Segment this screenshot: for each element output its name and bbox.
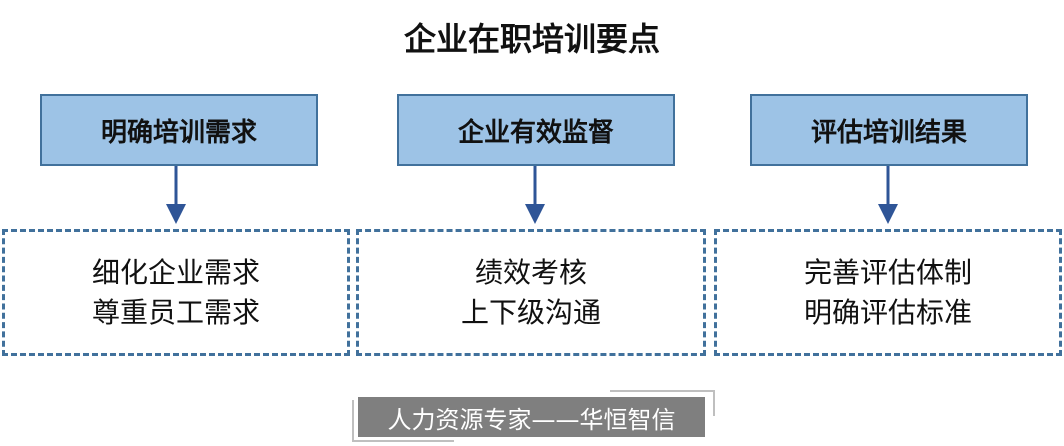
detail-box-1: 细化企业需求 尊重员工需求 (2, 229, 350, 356)
detail-item: 尊重员工需求 (91, 295, 260, 329)
detail-item: 明确评估标准 (803, 295, 972, 329)
heading-box-1: 明确培训需求 (40, 94, 318, 166)
diagram-title: 企业在职培训要点 (403, 20, 660, 58)
detail-box-3: 完善评估体制 明确评估标准 (714, 229, 1062, 356)
footer-bracket-left (352, 400, 454, 442)
heading-box-2: 企业有效监督 (397, 94, 675, 166)
detail-item: 上下级沟通 (460, 295, 601, 329)
detail-item: 绩效考核 (474, 255, 587, 289)
arrow-down-icon (525, 166, 545, 224)
arrow-down-icon (878, 166, 898, 224)
detail-box-2: 绩效考核 上下级沟通 (356, 229, 706, 356)
detail-item: 完善评估体制 (803, 255, 972, 289)
arrow-down-icon (166, 166, 186, 224)
footer-bracket-right (610, 390, 715, 416)
heading-box-3: 评估培训结果 (750, 94, 1028, 166)
footer-label: 人力资源专家——华恒智信 (358, 397, 705, 437)
detail-item: 细化企业需求 (91, 255, 260, 289)
